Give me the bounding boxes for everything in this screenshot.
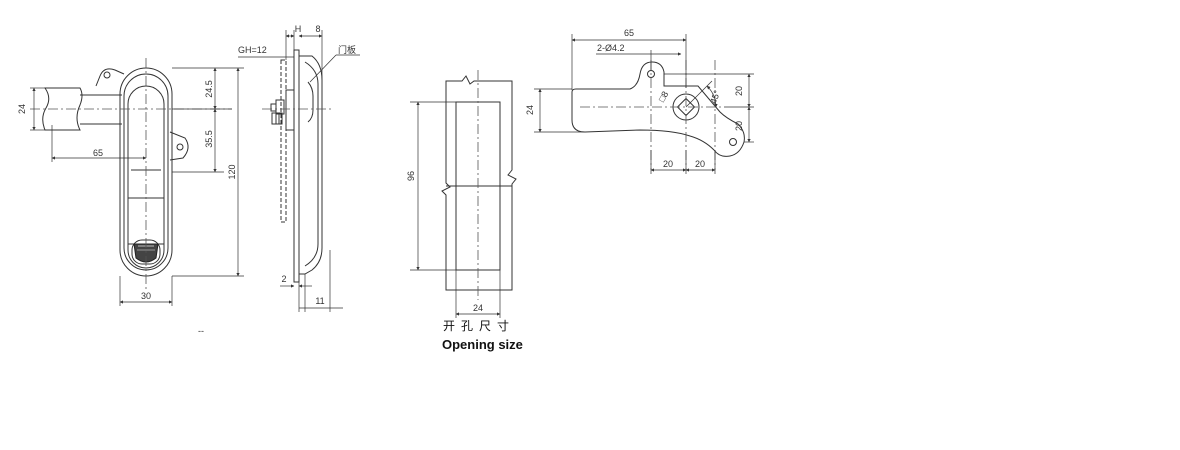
handle-neck (80, 94, 122, 125)
lever-dim-holes: 2-Ø4.2 (597, 43, 625, 53)
top-ear (95, 68, 125, 87)
lever-hole-bottom (729, 138, 737, 146)
door-panel (293, 49, 300, 283)
dim-24-opening: 24 (473, 303, 483, 313)
caption-en: Opening size (442, 337, 523, 352)
side-view (270, 49, 323, 283)
front-view (42, 67, 189, 277)
right-ear (169, 131, 189, 161)
label-8: 8 (315, 24, 320, 34)
lever-dim-20-right: 20 (695, 159, 705, 169)
dim-96: 96 (406, 171, 416, 181)
lever-hidden (280, 59, 287, 223)
lock-nut (285, 89, 295, 131)
handle-outline (42, 87, 83, 131)
lever-dim-angle: 45° (708, 88, 722, 105)
right-ear-hole (176, 143, 184, 151)
caption-cn: 开孔尺寸 (443, 319, 515, 333)
dim-35-5: 35.5 (204, 130, 214, 148)
lever-view (571, 61, 745, 157)
label-door-panel: 门板 (338, 44, 356, 55)
lever-hole-top (647, 70, 655, 78)
dim-120: 120 (227, 164, 237, 179)
lever-dim-20-top: 20 (734, 86, 744, 96)
opening-outline (441, 75, 517, 291)
label-2: 2 (281, 274, 286, 284)
dim-24-5: 24.5 (204, 80, 214, 98)
label-11: 11 (315, 296, 324, 306)
body-profile (299, 55, 323, 275)
dim-24-front: 24 (17, 104, 27, 114)
svg-text:--: -- (198, 326, 204, 336)
lever-outline (571, 61, 745, 157)
label-h: H (295, 24, 302, 34)
dim-65-front: 65 (93, 148, 103, 158)
top-ear-hole (103, 71, 111, 79)
lever-dim-20-bot: 20 (734, 121, 744, 131)
lever-dim-20-left: 20 (663, 159, 673, 169)
lever-dim-65: 65 (624, 28, 634, 38)
lever-dim-24: 24 (525, 105, 535, 115)
opening-view (441, 75, 517, 291)
lever-dim-sq8: □8 (656, 89, 670, 103)
label-gh: GH=12 (238, 45, 267, 55)
dim-30: 30 (141, 291, 151, 301)
